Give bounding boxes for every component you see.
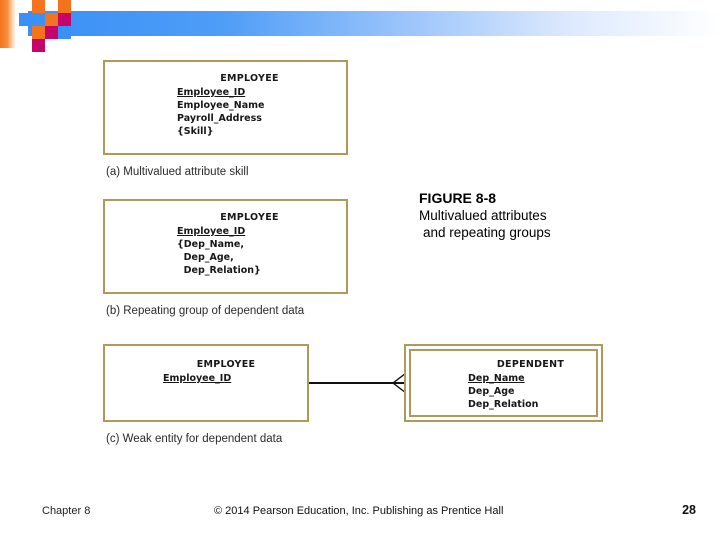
banner-orange-strip	[0, 0, 16, 48]
decoration-square-orange-3	[45, 13, 58, 26]
attribute-item: Dep_Age	[468, 386, 515, 397]
attribute-item: Dep_Relation}	[177, 265, 261, 276]
entity-a-attribute-list: Employee_ID Employee_Name Payroll_Addres…	[177, 86, 346, 138]
entity-c-employee-attribute-list: Employee_ID	[163, 372, 307, 385]
decoration-square-magenta-2	[32, 39, 45, 52]
entity-box-a-employee: EMPLOYEE Employee_ID Employee_Name Payro…	[103, 60, 348, 155]
attribute-item: Employee_ID	[177, 226, 246, 237]
attribute-item: Dep_Age,	[177, 252, 234, 263]
entity-c-dependent-attribute-list: Dep_Name Dep_Age Dep_Relation	[468, 372, 601, 411]
attribute-item: Employee_ID	[177, 87, 246, 98]
entity-box-b-employee: EMPLOYEE Employee_ID {Dep_Name, Dep_Age,…	[103, 199, 348, 294]
footer-page-number: 28	[682, 503, 696, 517]
figure-caption-line-1: Multivalued attributes	[419, 208, 547, 223]
attribute-item: Employee_ID	[163, 373, 232, 384]
footer-chapter-label: Chapter 8	[42, 505, 91, 517]
relationship-line	[309, 382, 408, 384]
decoration-square-magenta-3	[58, 13, 71, 26]
caption-a: (a) Multivalued attribute skill	[106, 166, 249, 178]
entity-c-dependent-content: DEPENDENT Dep_Name Dep_Age Dep_Relation	[406, 358, 601, 411]
figure-caption-line-2: and repeating groups	[423, 225, 551, 240]
decoration-square-blue-2	[58, 26, 71, 39]
banner-gradient-bar	[28, 11, 720, 36]
weak-entity-inner-border	[409, 349, 598, 417]
decoration-square-blue-1	[19, 13, 32, 26]
figure-label-block: FIGURE 8-8 Multivalued attributes and re…	[419, 190, 649, 241]
attribute-item: {Skill}	[177, 126, 214, 137]
decoration-square-orange-2	[32, 26, 45, 39]
entity-c-dependent-title: DEPENDENT	[496, 359, 565, 370]
figure-number: FIGURE 8-8	[419, 190, 497, 206]
attribute-item: {Dep_Name,	[177, 239, 244, 250]
entity-a-content: EMPLOYEE Employee_ID Employee_Name Payro…	[105, 72, 346, 138]
decoration-square-orange-4	[58, 0, 71, 13]
decoration-square-magenta-1	[45, 26, 58, 39]
entity-a-title: EMPLOYEE	[220, 73, 279, 84]
attribute-item: Employee_Name	[177, 100, 265, 111]
entity-b-title: EMPLOYEE	[220, 212, 279, 223]
slide-footer: Chapter 8 © 2014 Pearson Education, Inc.…	[0, 494, 720, 540]
entity-c-employee-title: EMPLOYEE	[196, 359, 256, 370]
attribute-item: Dep_Name	[468, 373, 525, 384]
entity-box-c-employee: EMPLOYEE Employee_ID	[103, 344, 309, 422]
figure-diagram-area: EMPLOYEE Employee_ID Employee_Name Payro…	[0, 52, 720, 492]
footer-copyright: © 2014 Pearson Education, Inc. Publishin…	[214, 505, 504, 517]
page-header-banner	[0, 0, 720, 52]
caption-c: (c) Weak entity for dependent data	[106, 433, 283, 445]
entity-box-c-dependent: DEPENDENT Dep_Name Dep_Age Dep_Relation	[404, 344, 603, 422]
decoration-square-orange-1	[32, 0, 45, 13]
entity-b-content: EMPLOYEE Employee_ID {Dep_Name, Dep_Age,…	[105, 211, 346, 277]
attribute-item: Payroll_Address	[177, 113, 262, 124]
caption-b: (b) Repeating group of dependent data	[106, 305, 305, 317]
attribute-item: Dep_Relation	[468, 399, 539, 410]
entity-c-employee-content: EMPLOYEE Employee_ID	[105, 358, 307, 385]
entity-b-attribute-list: Employee_ID {Dep_Name, Dep_Age, Dep_Rela…	[177, 225, 346, 277]
